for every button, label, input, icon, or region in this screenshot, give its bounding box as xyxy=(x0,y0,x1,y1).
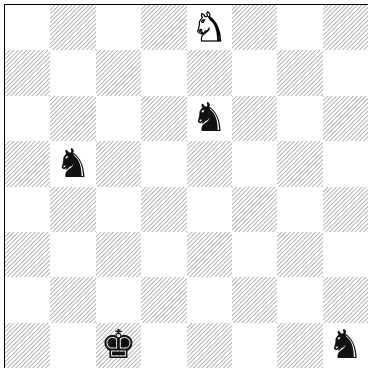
square-d6[interactable] xyxy=(141,96,186,141)
square-h5[interactable] xyxy=(323,141,368,186)
square-f4[interactable] xyxy=(232,187,277,232)
square-e5[interactable] xyxy=(187,141,232,186)
square-a8[interactable] xyxy=(5,5,50,50)
square-b4[interactable] xyxy=(50,187,95,232)
square-a3[interactable] xyxy=(5,232,50,277)
square-e4[interactable] xyxy=(187,187,232,232)
square-f3[interactable] xyxy=(232,232,277,277)
square-f7[interactable] xyxy=(232,50,277,95)
square-a7[interactable] xyxy=(5,50,50,95)
square-h2[interactable] xyxy=(323,277,368,322)
square-g8[interactable] xyxy=(277,5,322,50)
square-c4[interactable] xyxy=(96,187,141,232)
square-f2[interactable] xyxy=(232,277,277,322)
square-b1[interactable] xyxy=(50,323,95,368)
square-g3[interactable] xyxy=(277,232,322,277)
square-e3[interactable] xyxy=(187,232,232,277)
square-c3[interactable] xyxy=(96,232,141,277)
square-d4[interactable] xyxy=(141,187,186,232)
square-f1[interactable] xyxy=(232,323,277,368)
square-a1[interactable] xyxy=(5,323,50,368)
square-h3[interactable] xyxy=(323,232,368,277)
black-knight-icon[interactable]: ♞ xyxy=(55,144,91,184)
square-g1[interactable] xyxy=(277,323,322,368)
square-h8[interactable] xyxy=(323,5,368,50)
square-d5[interactable] xyxy=(141,141,186,186)
square-d1[interactable] xyxy=(141,323,186,368)
square-b6[interactable] xyxy=(50,96,95,141)
square-g5[interactable] xyxy=(277,141,322,186)
square-g4[interactable] xyxy=(277,187,322,232)
square-d8[interactable] xyxy=(141,5,186,50)
square-c5[interactable] xyxy=(96,141,141,186)
square-h7[interactable] xyxy=(323,50,368,95)
square-g2[interactable] xyxy=(277,277,322,322)
square-b3[interactable] xyxy=(50,232,95,277)
square-c8[interactable] xyxy=(96,5,141,50)
square-b5[interactable]: ♞ xyxy=(50,141,95,186)
square-e6[interactable]: ♞ xyxy=(187,96,232,141)
square-f5[interactable] xyxy=(232,141,277,186)
chess-board: ♞ ♞ ♞ ♚ ♞ xyxy=(4,4,368,368)
square-a6[interactable] xyxy=(5,96,50,141)
square-b2[interactable] xyxy=(50,277,95,322)
square-a4[interactable] xyxy=(5,187,50,232)
square-a2[interactable] xyxy=(5,277,50,322)
square-h1[interactable]: ♞ xyxy=(323,323,368,368)
square-b8[interactable] xyxy=(50,5,95,50)
square-e8[interactable]: ♞ xyxy=(187,5,232,50)
square-g7[interactable] xyxy=(277,50,322,95)
square-e2[interactable] xyxy=(187,277,232,322)
square-c1[interactable]: ♚ xyxy=(96,323,141,368)
black-knight-icon[interactable]: ♞ xyxy=(191,98,227,138)
square-h6[interactable] xyxy=(323,96,368,141)
square-d7[interactable] xyxy=(141,50,186,95)
square-e1[interactable] xyxy=(187,323,232,368)
black-knight-icon[interactable]: ♞ xyxy=(327,325,363,365)
square-h4[interactable] xyxy=(323,187,368,232)
white-knight-icon[interactable]: ♞ xyxy=(191,8,227,48)
black-king-icon[interactable]: ♚ xyxy=(101,325,137,365)
square-e7[interactable] xyxy=(187,50,232,95)
square-g6[interactable] xyxy=(277,96,322,141)
square-f8[interactable] xyxy=(232,5,277,50)
square-d3[interactable] xyxy=(141,232,186,277)
square-d2[interactable] xyxy=(141,277,186,322)
square-f6[interactable] xyxy=(232,96,277,141)
square-c2[interactable] xyxy=(96,277,141,322)
square-b7[interactable] xyxy=(50,50,95,95)
square-c6[interactable] xyxy=(96,96,141,141)
square-a5[interactable] xyxy=(5,141,50,186)
square-c7[interactable] xyxy=(96,50,141,95)
